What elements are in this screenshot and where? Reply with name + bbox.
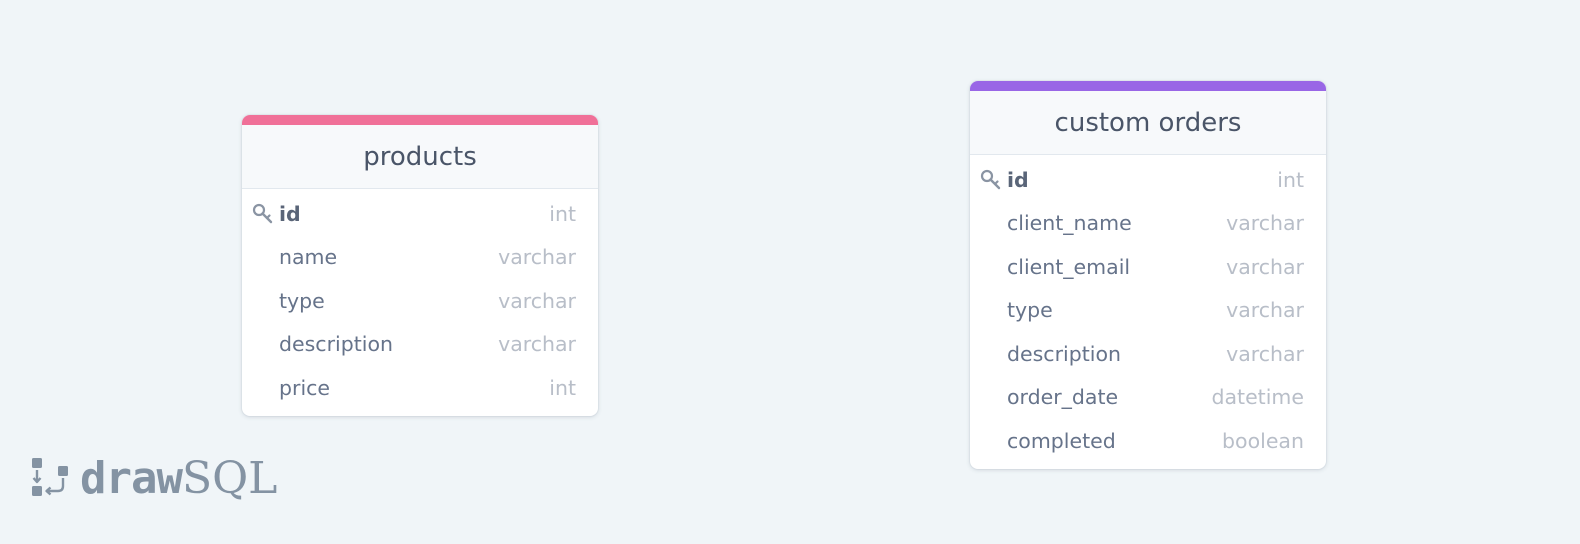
column-list: id int client_name varchar client_email … (970, 155, 1326, 469)
column-name: description (279, 332, 393, 357)
column-type: varchar (1226, 298, 1304, 323)
column-row[interactable]: client_email varchar (970, 245, 1326, 289)
key-slot-empty (980, 343, 1007, 365)
column-name: type (1007, 298, 1053, 323)
key-slot-empty (252, 290, 279, 312)
table-title[interactable]: products (242, 125, 598, 189)
column-type: int (549, 375, 576, 400)
table-accent-bar (970, 81, 1326, 91)
column-name: name (279, 245, 338, 270)
column-row[interactable]: price int (242, 366, 598, 410)
column-row[interactable]: description varchar (970, 332, 1326, 376)
key-slot-empty (980, 212, 1007, 234)
key-slot-empty (980, 386, 1007, 408)
column-name: description (1007, 341, 1121, 366)
drawsql-logo: draw SQL (30, 452, 278, 504)
table-products[interactable]: products id int name varchar type varcha… (242, 115, 598, 416)
drawsql-logo-icon (30, 454, 72, 502)
column-type: int (1277, 167, 1304, 192)
column-type: int (549, 201, 576, 226)
column-type: varchar (1226, 254, 1304, 279)
key-slot-empty (252, 246, 279, 268)
key-icon (252, 203, 279, 225)
column-row[interactable]: type varchar (242, 279, 598, 323)
column-row[interactable]: client_name varchar (970, 202, 1326, 246)
column-type: varchar (498, 288, 576, 313)
column-name: id (279, 201, 301, 226)
column-list: id int name varchar type varchar descrip… (242, 189, 598, 416)
column-name: client_name (1007, 211, 1132, 236)
column-name: completed (1007, 428, 1116, 453)
table-accent-bar (242, 115, 598, 125)
column-type: varchar (498, 245, 576, 270)
column-type: varchar (1226, 341, 1304, 366)
column-name: client_email (1007, 254, 1131, 279)
column-name: order_date (1007, 385, 1119, 410)
column-row[interactable]: completed boolean (970, 419, 1326, 463)
column-row[interactable]: id int (242, 192, 598, 236)
column-type: varchar (1226, 211, 1304, 236)
column-row[interactable]: description varchar (242, 323, 598, 367)
column-row[interactable]: order_date datetime (970, 376, 1326, 420)
key-slot-empty (252, 333, 279, 355)
column-type: varchar (498, 332, 576, 357)
key-slot-empty (980, 299, 1007, 321)
table-custom-orders[interactable]: custom orders id int client_name varchar… (970, 81, 1326, 469)
column-name: price (279, 375, 331, 400)
column-row[interactable]: type varchar (970, 289, 1326, 333)
key-slot-empty (980, 256, 1007, 278)
key-slot-empty (980, 430, 1007, 452)
key-icon (980, 169, 1007, 191)
column-type: boolean (1222, 428, 1304, 453)
logo-text-draw: draw (80, 452, 183, 504)
column-name: type (279, 288, 325, 313)
column-type: datetime (1211, 385, 1304, 410)
column-row[interactable]: name varchar (242, 236, 598, 280)
column-row[interactable]: id int (970, 158, 1326, 202)
table-title[interactable]: custom orders (970, 91, 1326, 155)
column-name: id (1007, 167, 1029, 192)
logo-text-sql: SQL (181, 452, 278, 504)
key-slot-empty (252, 377, 279, 399)
